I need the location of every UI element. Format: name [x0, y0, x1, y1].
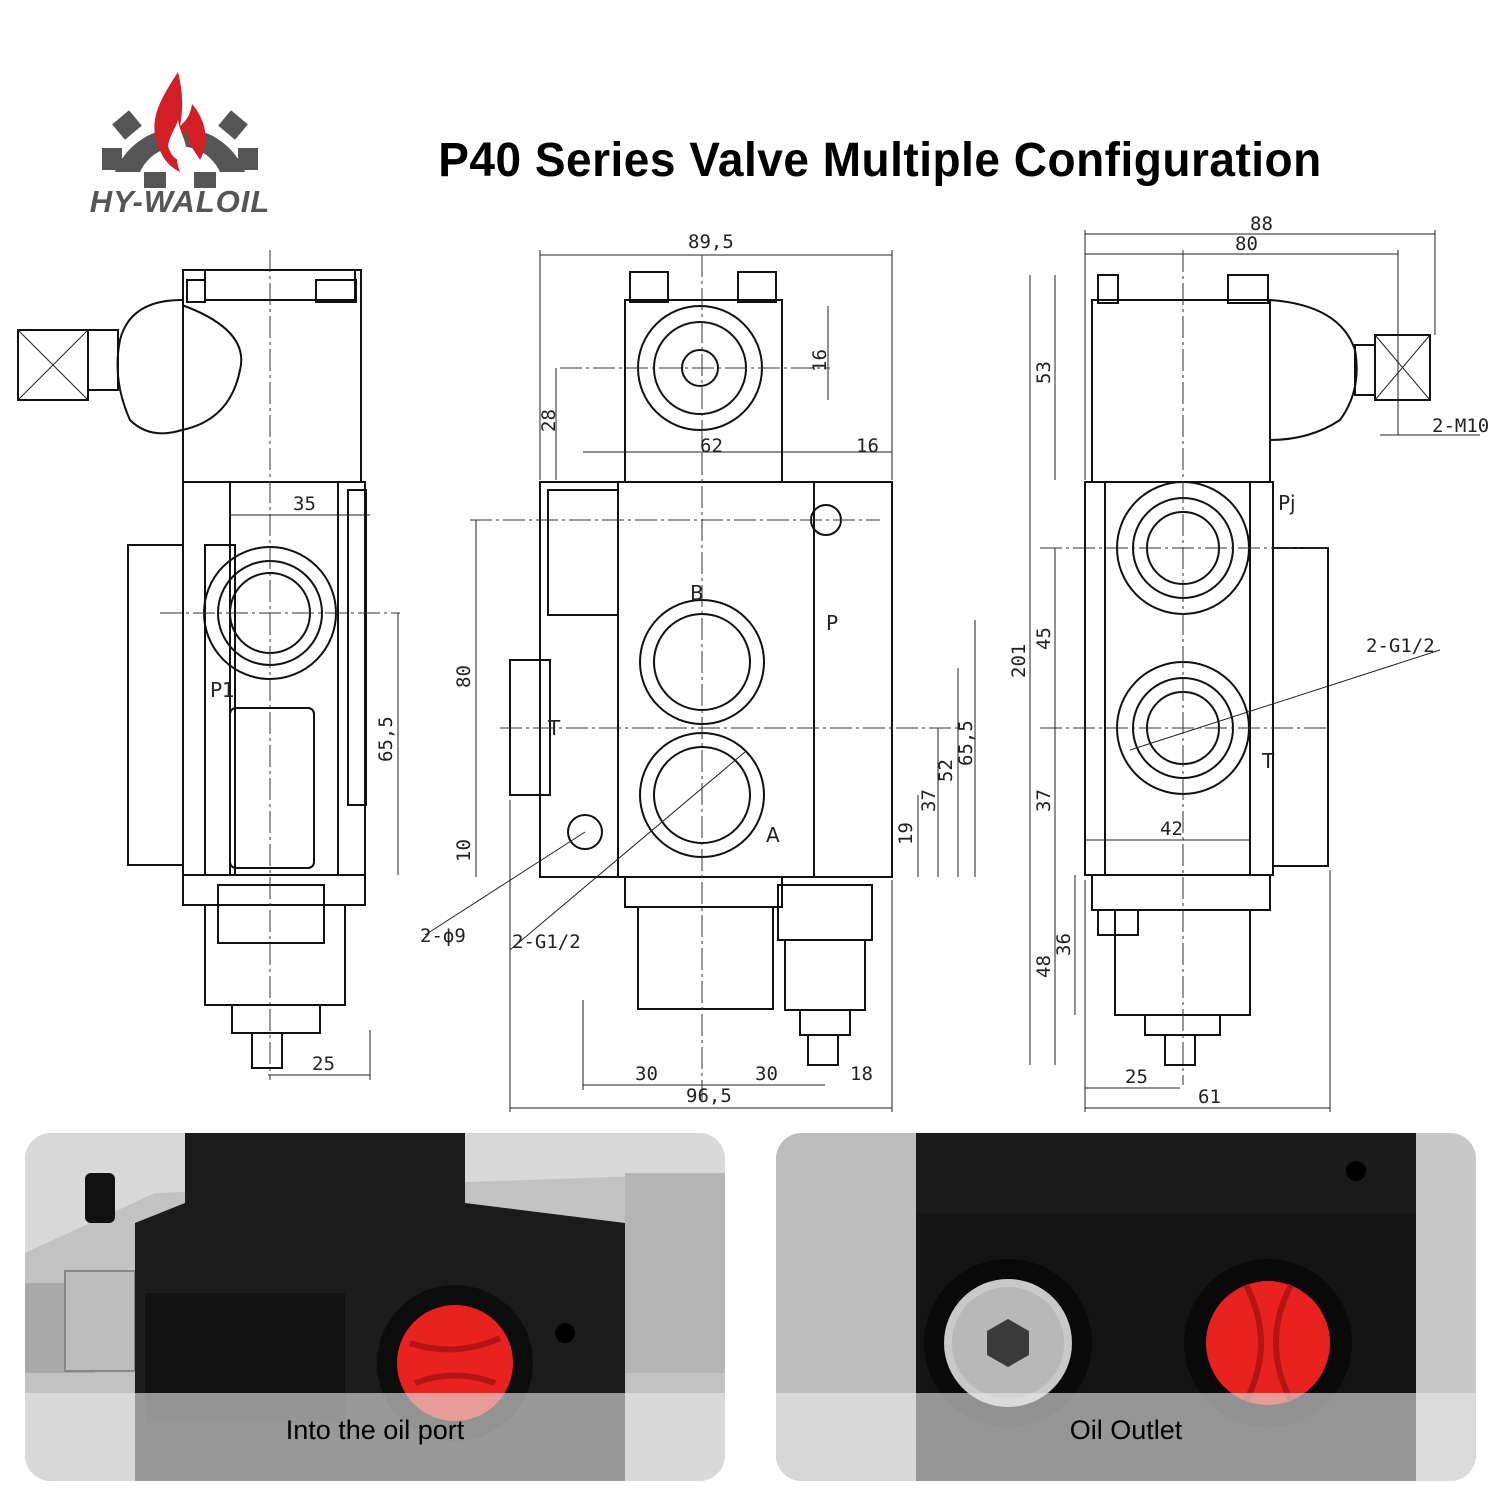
center-dim-28: 28: [538, 409, 560, 432]
center-label-p: P: [826, 611, 838, 635]
right-dim-80: 80: [1235, 233, 1258, 255]
center-dim-52: 52: [935, 759, 957, 782]
page-title: P40 Series Valve Multiple Configuration: [438, 131, 1322, 187]
center-dim-10: 10: [453, 839, 475, 862]
right-dim-201: 201: [1008, 644, 1030, 678]
red-plug-icon: [1206, 1281, 1330, 1405]
right-dim-88: 88: [1250, 213, 1273, 235]
photo-caption-outlet: Oil Outlet: [1069, 1415, 1183, 1445]
center-dim-65-5: 65,5: [955, 720, 977, 766]
red-plug-icon: [397, 1305, 513, 1421]
center-dim-16-vertical: 16: [809, 349, 831, 372]
photo-caption-bar: Oil Outlet: [776, 1393, 1476, 1481]
right-dim-37: 37: [1033, 789, 1055, 812]
right-dim-45: 45: [1033, 627, 1055, 650]
center-dim-89-5: 89,5: [688, 231, 734, 253]
center-dim-96-5: 96,5: [686, 1085, 732, 1107]
brand-logo: HY-WALOIL: [60, 60, 300, 230]
left-dim-65-5: 65,5: [375, 716, 397, 762]
center-label-b: B: [690, 581, 704, 605]
right-dim-42: 42: [1160, 818, 1183, 840]
right-label-t: T: [1261, 749, 1275, 773]
photo-caption-bar: Into the oil port: [25, 1393, 725, 1481]
center-dim-30-right: 30: [755, 1063, 778, 1085]
right-label-pj: Pj: [1278, 491, 1296, 515]
photo-oil-outlet: Oil Outlet: [776, 1133, 1476, 1481]
center-dim-19: 19: [895, 822, 917, 845]
left-view: 35 65,5 25 P1: [17, 250, 400, 1080]
center-label-hole: 2-ϕ9: [420, 925, 466, 947]
right-label-m10: 2-M10: [1432, 415, 1489, 437]
center-dim-18: 18: [850, 1063, 873, 1085]
left-label-p1: P1: [210, 678, 235, 702]
center-dim-62: 62: [700, 435, 723, 457]
center-view: 89,5 16 28 62 16 80 10 65,5 52 37 19 30 …: [420, 231, 977, 1112]
right-dim-36: 36: [1053, 933, 1075, 956]
brand-name: HY-WALOIL: [89, 184, 271, 219]
gear-flame-icon: [102, 72, 258, 188]
right-dim-61: 61: [1198, 1086, 1221, 1108]
center-dim-80: 80: [453, 665, 475, 688]
left-dim-35: 35: [293, 493, 316, 515]
right-label-thread: 2-G1/2: [1366, 635, 1435, 657]
left-dim-25: 25: [312, 1053, 335, 1075]
center-dim-37: 37: [918, 789, 940, 812]
right-dim-25: 25: [1125, 1066, 1148, 1088]
photo-oil-inlet: Into the oil port: [25, 1133, 725, 1481]
technical-drawing: 35 65,5 25 P1: [17, 213, 1489, 1112]
center-dim-16-horizontal: 16: [856, 435, 879, 457]
center-label-t: T: [547, 716, 561, 740]
center-label-a: A: [766, 823, 780, 847]
center-label-thread: 2-G1/2: [512, 931, 581, 953]
right-dim-53: 53: [1033, 361, 1055, 384]
center-dim-30-left: 30: [635, 1063, 658, 1085]
photo-caption-inlet: Into the oil port: [285, 1415, 465, 1445]
right-view: 88 80 53 201 45 37 42 36 48 25 61 Pj T 2…: [1008, 213, 1489, 1112]
right-dim-48: 48: [1033, 955, 1055, 978]
